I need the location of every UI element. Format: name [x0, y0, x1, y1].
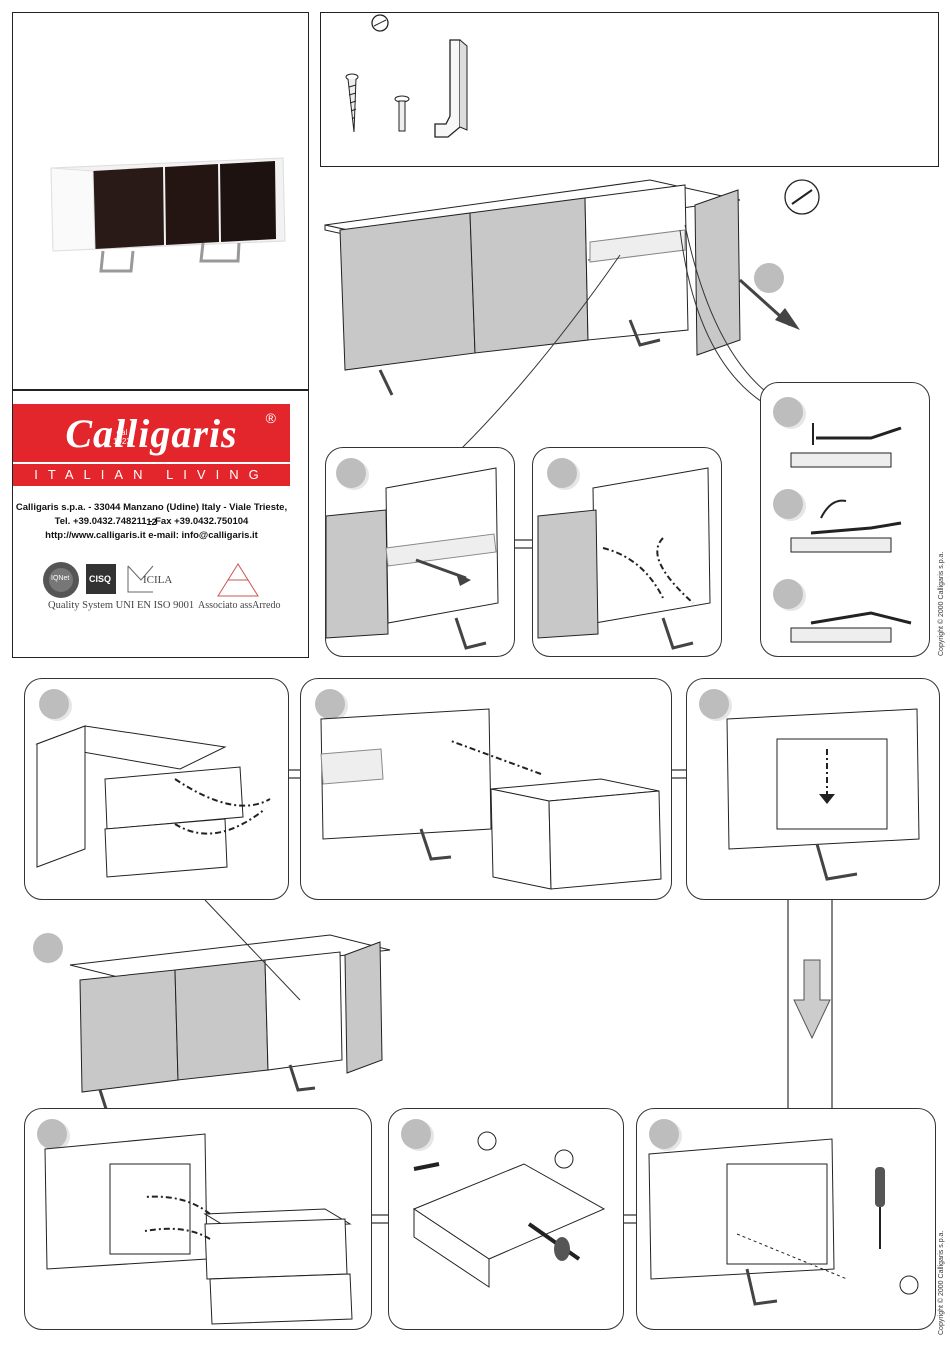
registered-mark: ®: [265, 410, 276, 426]
copyright-upper: Copyright © 2000 Calligaris s.p.a.: [938, 551, 945, 656]
contact-address: Calligaris s.p.a. - 33044 Manzano (Udine…: [15, 502, 288, 528]
cisq-label: CISQ: [89, 574, 112, 584]
brand-name: Calligaris: [65, 411, 238, 456]
step-badge: [699, 689, 729, 719]
screwdriver-icon: [371, 14, 389, 32]
association-text: Associato assArredo: [198, 600, 281, 611]
sideboard-open-door: [33, 933, 391, 1116]
screwdriver-icon: [875, 1167, 885, 1249]
step-door-hinge-panel: [532, 447, 722, 657]
step-badge: [39, 689, 69, 719]
iqnet-label: IQNet: [51, 575, 70, 582]
step-badge: [37, 1119, 67, 1149]
copyright-lower: Copyright © 2000 Calligaris s.p.a.: [938, 1230, 945, 1335]
hardware-parts-frame: [320, 12, 939, 167]
step-fix-screw-panel: [636, 1108, 936, 1330]
sideboard-photo: [50, 157, 286, 273]
step-badge: [649, 1119, 679, 1149]
icila-label: ICILA: [143, 574, 173, 586]
step-drawer-slide-panel: [686, 678, 940, 900]
step-badge: [315, 689, 345, 719]
hinge-detail-panel: [760, 382, 930, 657]
step-attach-handle-panel: [388, 1108, 624, 1330]
certification-logos: [43, 562, 259, 598]
handle-icon: [434, 39, 468, 138]
step-shelf-removal-panel: [325, 447, 515, 657]
screw-icon: [345, 73, 359, 133]
brand-tagline: ITALIAN LIVING: [13, 462, 290, 486]
step-drawer-unit-panel: [300, 678, 672, 900]
step-badge: [547, 458, 577, 488]
overview-sideboard: [324, 179, 820, 451]
step-badge: [336, 458, 366, 488]
step-badge: [773, 397, 803, 427]
screwdriver-icon: [784, 179, 820, 215]
step-badge: [773, 489, 803, 519]
step-insert-drawers-panel: [24, 1108, 372, 1330]
contact-phone: Tel. +39.0432.748211 - Fax +39.0432.7501…: [54, 516, 249, 527]
hardware-parts: [345, 14, 468, 138]
step-badge: [773, 579, 803, 609]
down-arrow-icon: [793, 959, 831, 1040]
bolt-icon: [394, 95, 410, 132]
contact-web: http://www.calligaris.it e-mail: info@ca…: [45, 530, 258, 541]
step-drawer-removal-panel: [24, 678, 289, 900]
quality-system-text: Quality System UNI EN ISO 9001: [48, 600, 195, 611]
step-badge: [401, 1119, 431, 1149]
product-photo-frame: [12, 12, 309, 390]
